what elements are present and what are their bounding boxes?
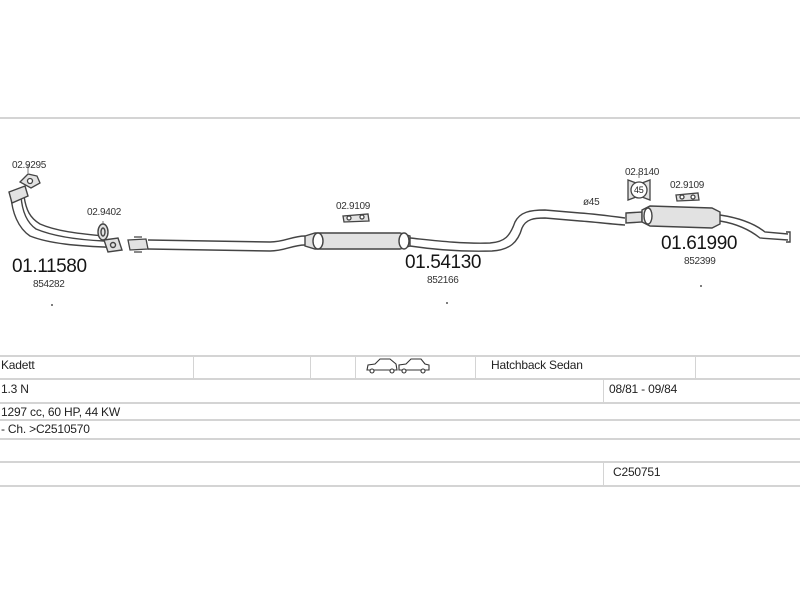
rear-pipe-drawing (409, 209, 626, 252)
front-pipe-part-number[interactable]: 01.11580 (12, 256, 87, 277)
model-name: Kadett (1, 358, 35, 372)
ring-clamp-icon (97, 221, 109, 241)
table-col-divider (695, 356, 696, 378)
table-col-divider (603, 379, 604, 402)
hanger-rear-icon (675, 192, 700, 202)
ring-clamp-label: 02.9402 (87, 207, 122, 218)
hanger-middle-label: 02.9109 (336, 201, 371, 212)
production-dates: 08/81 - 09/84 (609, 382, 678, 396)
hanger-middle-icon (342, 213, 370, 223)
front-pipe-ref: 854282 (33, 279, 65, 290)
rear-silencer-drawing (625, 205, 791, 243)
table-row-divider (0, 402, 800, 404)
table-row-divider (0, 438, 800, 440)
rubber-mount-size-label: 45 (634, 185, 644, 195)
table-col-divider (310, 356, 311, 378)
table-row-divider (0, 378, 800, 380)
car-sedan-icon (398, 358, 430, 374)
middle-silencer-drawing (304, 232, 411, 250)
table-row-divider (0, 419, 800, 421)
pipe-diameter-label: ø45 (583, 197, 600, 208)
gasket-top-label: 02.9295 (12, 160, 47, 171)
table-top-border (0, 355, 800, 357)
rear-silencer-ref: 852399 (684, 256, 716, 267)
engine-spec: 1297 cc, 60 HP, 44 KW (1, 405, 120, 419)
middle-silencer-part-number[interactable]: 01.54130 (405, 252, 482, 273)
car-hatchback-icon (366, 358, 398, 374)
body-type-text: Hatchback Sedan (491, 358, 583, 372)
gasket-icon (18, 164, 41, 189)
table-col-divider (355, 356, 356, 378)
middle-pipe-drawing (147, 235, 306, 252)
chassis-range: - Ch. >C2510570 (1, 422, 90, 436)
catalog-code: C250751 (613, 465, 661, 479)
rubber-mount-label: 02.8140 (625, 167, 660, 178)
engine-text: 1.3 N (1, 382, 29, 396)
table-col-divider (193, 356, 194, 378)
table-bottom-border (0, 485, 800, 487)
front-pipe-drawing (8, 185, 123, 253)
rubber-mount-icon (627, 172, 651, 201)
hanger-rear-label: 02.9109 (670, 180, 705, 191)
table-col-divider (603, 462, 604, 485)
table-col-divider (475, 356, 476, 378)
leader-dots (51, 285, 702, 306)
middle-silencer-ref: 852166 (427, 275, 459, 286)
rear-silencer-part-number[interactable]: 01.61990 (661, 233, 738, 254)
table-row-divider (0, 461, 800, 463)
diagram-top-border (0, 117, 800, 119)
